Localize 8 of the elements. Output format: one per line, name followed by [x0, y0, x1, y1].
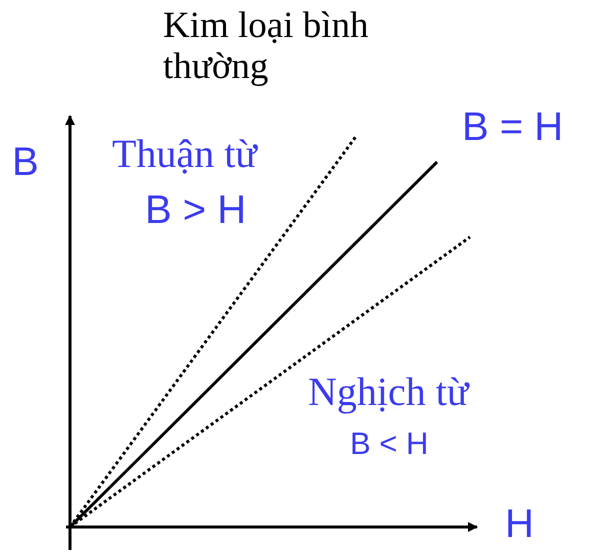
- title-text: Kim loại bình thường: [163, 6, 370, 88]
- axis-label: H: [505, 502, 534, 546]
- relation-label: B < H: [350, 427, 428, 462]
- region-label: Nghịch từ: [308, 370, 469, 414]
- axis-label: B: [12, 140, 39, 184]
- region-label: Thuận từ: [112, 132, 257, 176]
- relation-label: B > H: [145, 188, 246, 232]
- line-label: B = H: [462, 105, 564, 149]
